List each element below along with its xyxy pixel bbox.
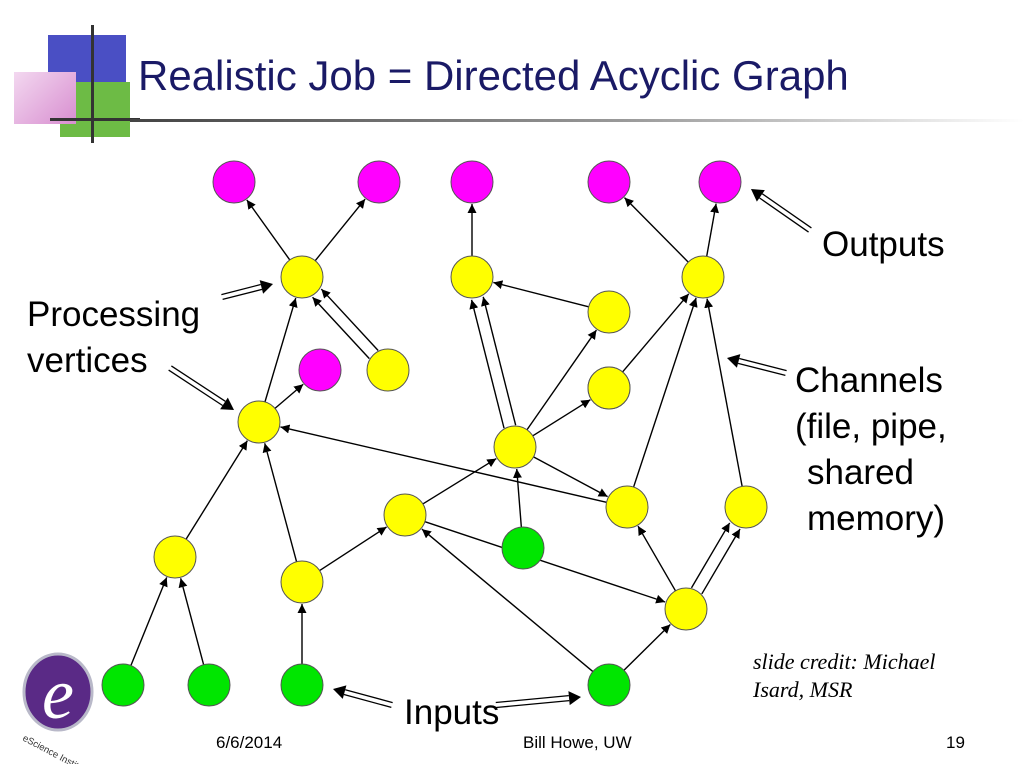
channel-edge <box>312 296 370 360</box>
channel-edge <box>274 383 304 409</box>
channel-edge <box>280 424 607 503</box>
channels-label-line: Channels <box>795 361 943 400</box>
channel-edge <box>314 198 366 262</box>
channel-edge <box>178 578 205 665</box>
processing-label-line: Processing <box>27 295 201 334</box>
processing-vertex <box>587 290 631 334</box>
inputs-label: Inputs <box>404 693 500 732</box>
decor-vertical-line <box>91 25 94 143</box>
output-vertex <box>450 160 494 204</box>
processing-vertex <box>493 425 537 469</box>
logo-caption: eScience Institute <box>21 733 92 764</box>
slide-title: Realistic Job = Directed Acyclic Graph <box>138 52 849 99</box>
label-pointer-arrow <box>727 354 787 377</box>
label-pointer-arrow <box>495 691 581 709</box>
label-pointer-arrow <box>333 685 393 709</box>
slide-credit: slide credit: Michael Isard, MSR <box>753 648 935 704</box>
graph-vertices <box>101 160 768 707</box>
channel-edge <box>481 296 517 426</box>
input-vertex <box>187 663 231 707</box>
channel-edge <box>264 297 298 403</box>
processing-vertex <box>605 485 649 529</box>
decor-pink-square <box>14 72 76 124</box>
channel-edge <box>424 520 666 604</box>
processing-vertex <box>664 587 708 631</box>
outputs-label: Outputs <box>822 225 945 264</box>
input-vertex <box>501 526 545 570</box>
channel-edge <box>637 525 677 592</box>
input-vertex <box>101 663 145 707</box>
channel-edge <box>623 623 671 671</box>
channel-edge <box>185 440 248 540</box>
footer-page-number: 19 <box>946 733 965 752</box>
channel-edges <box>130 197 743 673</box>
logo-letter: e <box>42 654 74 734</box>
label-pointers <box>168 189 812 709</box>
credit-line: Isard, MSR <box>753 677 853 702</box>
channel-edge <box>701 528 741 595</box>
footer-author: Bill Howe, UW <box>523 733 632 752</box>
channel-edge <box>704 298 743 487</box>
channels-label-line: shared <box>807 453 915 492</box>
channel-edge <box>533 456 608 498</box>
channel-edge <box>319 526 387 572</box>
credit-line: slide credit: Michael <box>753 649 936 674</box>
output-vertex <box>357 160 401 204</box>
channel-edge <box>262 443 298 562</box>
label-pointer-arrow <box>168 365 234 410</box>
channel-edge <box>706 203 719 257</box>
processing-vertex <box>153 535 197 579</box>
processing-label-line: vertices <box>27 341 148 380</box>
output-vertex <box>587 160 631 204</box>
channel-edge <box>532 399 591 437</box>
channels-label-line: memory) <box>807 499 946 538</box>
decor-horizontal-line <box>50 118 140 121</box>
input-vertex <box>587 663 631 707</box>
processing-vertex <box>237 400 281 444</box>
channel-edge <box>469 299 505 429</box>
channel-edge <box>130 577 168 666</box>
channels-label: Channels (file, pipe, shared memory) <box>795 358 947 542</box>
label-pointer-arrow <box>751 189 812 233</box>
processing-vertex <box>450 255 494 299</box>
output-vertex <box>212 160 256 204</box>
channel-edge <box>623 197 689 263</box>
output-vertex <box>298 348 342 392</box>
channel-edge <box>246 199 291 261</box>
channel-edge <box>512 468 523 528</box>
processing-vertex <box>681 255 725 299</box>
title-underline <box>130 119 1024 122</box>
input-vertex <box>280 663 324 707</box>
processing-vertex <box>587 366 631 410</box>
channel-edge <box>422 457 497 505</box>
processing-vertex <box>280 560 324 604</box>
output-vertex <box>698 160 742 204</box>
channel-edge <box>421 528 594 673</box>
escience-logo: e eScience Institute <box>21 652 94 764</box>
label-pointer-arrow <box>221 280 273 301</box>
processing-vertex <box>280 255 324 299</box>
channel-edge <box>622 293 690 373</box>
channels-label-line: (file, pipe, <box>795 407 947 446</box>
channel-edge <box>632 297 698 488</box>
processing-vertex <box>366 348 410 392</box>
processing-vertex <box>383 493 427 537</box>
channel-edge <box>526 329 598 431</box>
channel-edge <box>320 288 379 351</box>
footer-date: 6/6/2014 <box>216 733 283 752</box>
channel-edge <box>493 280 589 308</box>
channel-edge <box>690 522 731 589</box>
processing-vertices-label: Processing vertices <box>27 292 200 384</box>
processing-vertex <box>724 485 768 529</box>
